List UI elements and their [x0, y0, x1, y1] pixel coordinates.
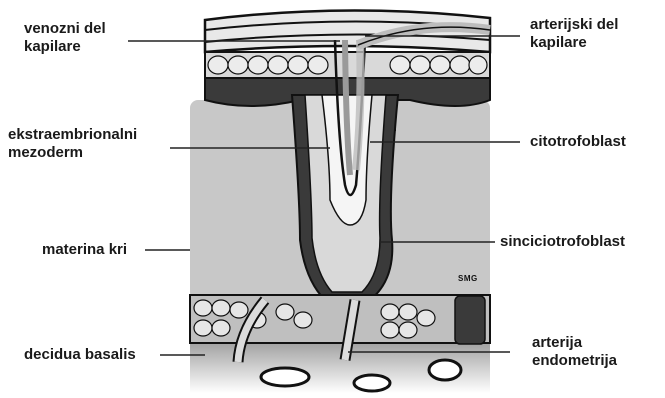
label-venous-part: venozni del kapilare [24, 20, 106, 56]
vessel-section-2 [354, 375, 390, 391]
label-arterial-part: arterijski del kapilare [530, 16, 618, 52]
decidua-dark-block [455, 296, 485, 344]
label-extraembryonic-mesoderm: ekstraembrionalni mezoderm [8, 126, 137, 162]
vessel-section-3 [429, 360, 461, 380]
vessel-section-1 [261, 368, 309, 386]
label-syncytiotrophoblast: sinciciotrofoblast [500, 233, 625, 251]
label-cytotrophoblast: citotrofoblast [530, 133, 626, 151]
label-maternal-blood: materina kri [42, 241, 127, 259]
label-decidua-basalis: decidua basalis [24, 346, 136, 364]
label-endometrial-artery: arterija endometrija [532, 334, 617, 370]
artist-signature: SMG [458, 274, 478, 283]
